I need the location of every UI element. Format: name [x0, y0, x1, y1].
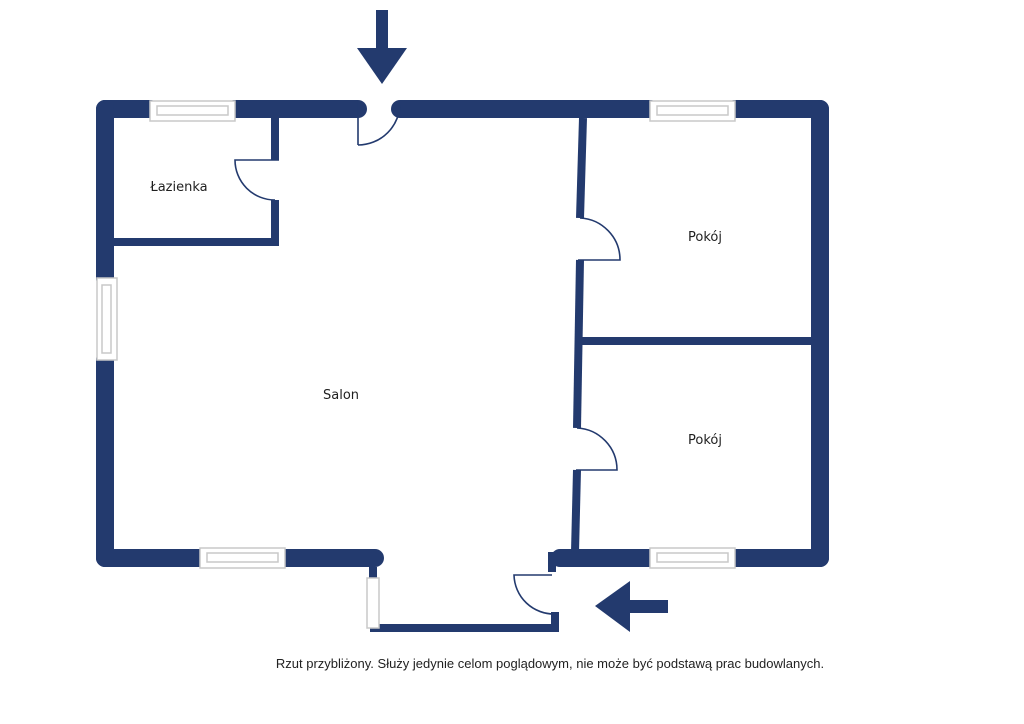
- disclaimer-text: Rzut przybliżony. Służy jedynie celom po…: [275, 656, 825, 671]
- doors: [234, 101, 621, 615]
- entrance-arrows: [357, 10, 668, 632]
- window: [101, 284, 112, 354]
- window: [656, 552, 729, 563]
- door-room-1: [578, 217, 621, 261]
- window: [206, 552, 279, 563]
- interior-walls: [112, 115, 813, 632]
- room-label-room-2: Pokój: [688, 433, 722, 448]
- outer-walls: [96, 100, 829, 567]
- window: [366, 577, 380, 629]
- arrow-left-icon: [595, 581, 668, 632]
- door-balcony: [513, 574, 556, 615]
- door-room-2: [576, 427, 618, 471]
- windows: [96, 100, 736, 629]
- arrow-down-icon: [357, 10, 407, 84]
- door-entrance: [357, 101, 401, 146]
- room-label-room-1: Pokój: [688, 230, 722, 245]
- door-bathroom: [234, 159, 279, 201]
- room-label-living-room: Salon: [323, 388, 359, 403]
- window: [156, 105, 229, 116]
- room-label-bathroom: Łazienka: [149, 180, 207, 195]
- window: [656, 105, 729, 116]
